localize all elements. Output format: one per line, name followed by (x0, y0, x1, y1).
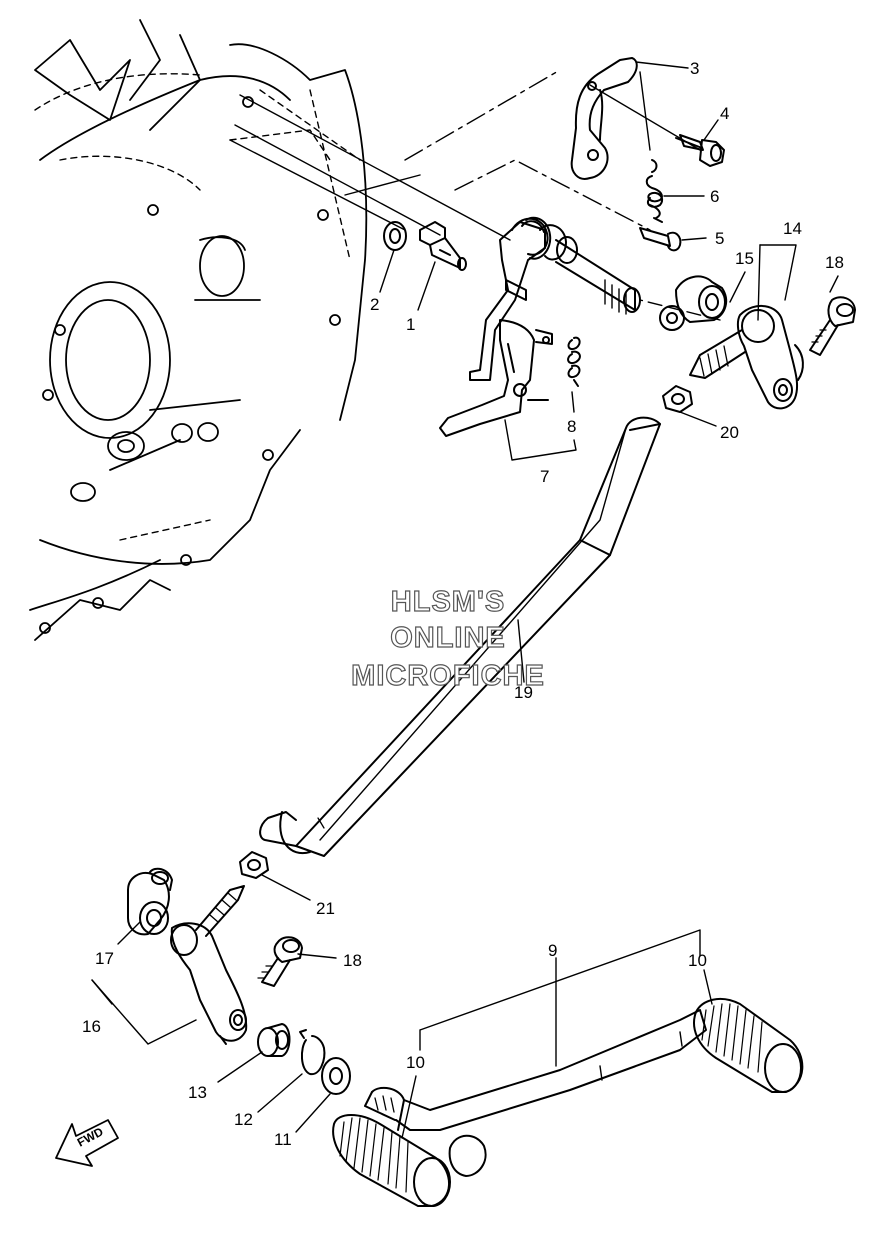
part-11-washer (321, 1057, 351, 1095)
crankcase-outline (29, 19, 368, 641)
callout-9: 9 (548, 941, 558, 960)
callout-1: 1 (406, 315, 416, 334)
callout-13: 13 (188, 1083, 207, 1102)
callout-19: 19 (514, 683, 533, 702)
callout-leaders (91, 61, 839, 1139)
part-17-ball-joint (127, 867, 173, 936)
callout-4: 4 (720, 104, 730, 123)
callout-18-upper: 18 (825, 253, 844, 272)
callout-5: 5 (715, 229, 725, 248)
part-19-shift-rod (259, 416, 661, 857)
part-20-nut (662, 385, 693, 413)
callout-2: 2 (370, 295, 380, 314)
callout-21: 21 (316, 899, 335, 918)
part-5-pin (639, 227, 682, 252)
part-18-bolt-upper (809, 296, 856, 356)
part-1-pin (419, 221, 467, 271)
part-7-shift-shaft-assembly (439, 216, 641, 461)
watermark-line-3: MICROFICHE (351, 660, 545, 692)
callout-11: 11 (274, 1130, 292, 1149)
callout-18-lower: 18 (343, 951, 362, 970)
part-12-circlip (299, 1029, 326, 1076)
assembly-leader-lines (229, 69, 721, 321)
callout-17: 17 (95, 949, 114, 968)
watermark-line-2: ONLINE (390, 622, 506, 654)
part-15-ball-joint (659, 275, 728, 331)
part-14-rod-end-upper (689, 305, 804, 410)
callout-8: 8 (567, 417, 577, 436)
part-3-stopper-lever (570, 57, 638, 180)
callout-10-right: 10 (688, 951, 707, 970)
callout-7: 7 (540, 467, 550, 486)
part-13-collar (257, 1023, 291, 1057)
callout-15: 15 (735, 249, 754, 268)
part-10-rubber-lower (332, 1114, 487, 1207)
part-2-washer (383, 221, 407, 251)
callout-16: 16 (82, 1017, 101, 1036)
part-10-rubber-upper (693, 997, 804, 1093)
part-18-bolt-lower (257, 936, 303, 987)
callout-6: 6 (710, 187, 720, 206)
part-8-spring (567, 336, 581, 413)
part-16-rod-end-lower (170, 885, 248, 1045)
part-4-bolt (675, 134, 725, 167)
fwd-arrow-icon: FWD (55, 1119, 119, 1167)
callout-3: 3 (690, 59, 700, 78)
watermark-line-1: HLSM'S (390, 586, 506, 618)
part-9-shift-pedal (364, 1009, 707, 1131)
callout-20: 20 (720, 423, 739, 442)
callout-10-left: 10 (406, 1053, 425, 1072)
callout-12: 12 (234, 1110, 253, 1129)
part-6-spring (645, 159, 664, 223)
part-21-nut (239, 851, 269, 879)
callout-14: 14 (783, 219, 802, 238)
